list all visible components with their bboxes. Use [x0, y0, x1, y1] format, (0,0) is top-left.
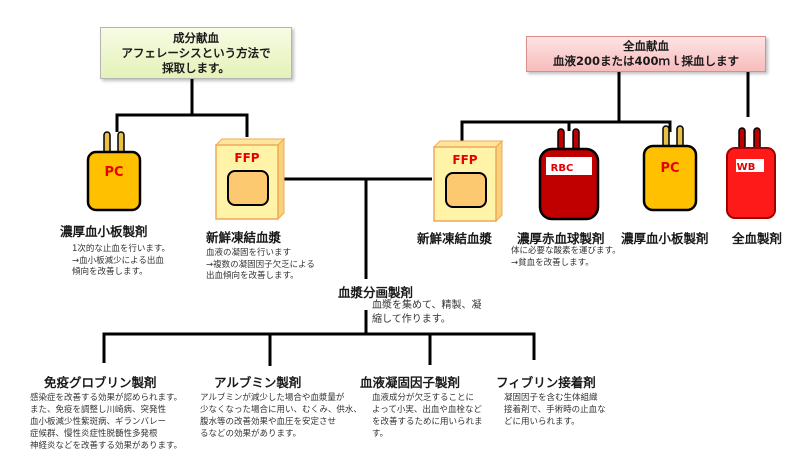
desc-line: 血液の凝固を行います: [206, 248, 292, 258]
desc-line: を改善するために用いられま: [372, 417, 483, 427]
connector-whole-branch: [460, 120, 672, 142]
desc-line: 腹水等の改善効果や血圧を安定させ: [200, 417, 337, 427]
desc-line: →貧血を改善します。: [511, 257, 594, 268]
desc-line: 凝固因子を含む生体組織: [504, 393, 598, 403]
desc-line: す。: [372, 429, 389, 439]
component-donation-title: 成分献血: [173, 31, 219, 45]
wb-bag-icon: WB: [726, 127, 776, 219]
fraction-item-desc: 血液成分が欠乏することに よって小実、出血や血栓など を改善するために用いられま…: [372, 392, 483, 440]
connector-component-branch: [115, 113, 249, 137]
connector-fraction-branch: [102, 332, 536, 363]
desc-line: どに用いられます。: [504, 417, 580, 427]
ffp-right-label: FFP: [452, 153, 477, 167]
desc-line: 体に必要な酸素を運びます。: [511, 246, 621, 256]
fractionation-desc: 血漿を集めて、精製、凝 縮して作ります。: [372, 299, 482, 327]
fraction-item-desc: 感染症を改善する効果が認められます。 また、免疫を調整し川崎病、突発性 血小板減…: [30, 392, 182, 452]
ffp-box-icon-left: FFP: [214, 137, 286, 221]
whole-blood-donation-box: 全血献血 血液200または400ｍｌ採血します: [526, 36, 766, 72]
fractionation-title: 血漿分画製剤: [338, 285, 414, 300]
desc-line: 1次的な止血を行います。: [72, 244, 171, 254]
desc-line: 症候群、慢性炎症性脱髄性多発根: [30, 429, 158, 439]
desc-line: また、免疫を調整し川崎病、突発性: [30, 405, 167, 415]
desc-line: 少なくなった場合に用い、むくみ、供水、: [200, 405, 362, 415]
pc-left-desc: 1次的な止血を行います。 →血小板減少による出血 傾向を改善します。: [72, 244, 170, 279]
pc-left-name: 濃厚血小板製剤: [60, 224, 148, 239]
component-donation-line3: 採取します。: [162, 61, 230, 75]
desc-line: →複数の凝固因子欠乏による: [206, 259, 315, 270]
ffp-box-icon-right: FFP: [432, 139, 504, 223]
fraction-item-name: アルブミン製剤: [214, 375, 302, 390]
pc-left-label: PC: [104, 165, 123, 180]
desc-line: 血小板減少性紫斑病、ギランバレー: [30, 417, 167, 427]
desc-line: 神経炎などを改善する効果があります。: [30, 441, 183, 451]
desc-line: 傾向を改善します。: [72, 267, 148, 277]
whole-blood-donation-title: 全血献血: [623, 39, 669, 53]
desc-line: 接着剤で、手術時の止血な: [504, 405, 606, 415]
pc-bag-icon-left: PC: [86, 131, 142, 212]
ffp-right-name: 新鮮凍結血漿: [417, 231, 493, 246]
fraction-item-name: フィブリン接着剤: [496, 375, 596, 390]
rbc-desc: 体に必要な酸素を運びます。 →貧血を改善します。: [511, 246, 621, 269]
fraction-item-name: 血液凝固因子製剤: [360, 375, 461, 390]
fraction-item-name: 免疫グロブリン製剤: [44, 375, 157, 390]
fraction-item-desc: アルブミンが減少した場合や血漿量が 少なくなった場合に用い、むくみ、供水、 腹水…: [200, 392, 362, 440]
rbc-name: 濃厚赤血球製剤: [517, 231, 605, 246]
ffp-left-label: FFP: [234, 151, 259, 165]
desc-line: 血漿を集めて、精製、凝: [372, 300, 482, 311]
desc-line: 出血傾向を改善します。: [206, 271, 299, 281]
whole-blood-donation-line2: 血液200または400ｍｌ採血します: [552, 54, 739, 68]
desc-line: →血小板減少による出血: [72, 255, 164, 266]
wb-name: 全血製剤: [732, 231, 783, 246]
desc-line: 血液成分が欠乏することに: [372, 393, 475, 403]
desc-line: 縮して作ります。: [372, 314, 451, 325]
ffp-left-desc: 血液の凝固を行います →複数の凝固因子欠乏による 出血傾向を改善します。: [206, 248, 315, 283]
ffp-left-name: 新鮮凍結血漿: [206, 230, 282, 245]
wb-label: WB: [737, 162, 756, 173]
fraction-item-desc: 凝固因子を含む生体組織 接着剤で、手術時の止血な どに用いられます。: [504, 392, 606, 428]
desc-line: アルブミンが減少した場合や血漿量が: [200, 393, 345, 403]
rbc-bag-icon: RBC: [538, 128, 600, 221]
desc-line: 感染症を改善する効果が認められます。: [30, 393, 183, 403]
component-donation-line2: アフェレーシスという方法で: [121, 46, 271, 60]
pc-bag-icon-right: PC: [642, 125, 698, 212]
pc-right-name: 濃厚血小板製剤: [621, 231, 709, 246]
component-donation-box: 成分献血 アフェレーシスという方法で 採取します。: [100, 27, 292, 79]
rbc-label: RBC: [551, 163, 574, 174]
desc-line: よって小実、出血や血栓など: [372, 405, 482, 415]
desc-line: るなどの効果があります。: [200, 429, 302, 439]
pc-right-label: PC: [660, 161, 679, 176]
